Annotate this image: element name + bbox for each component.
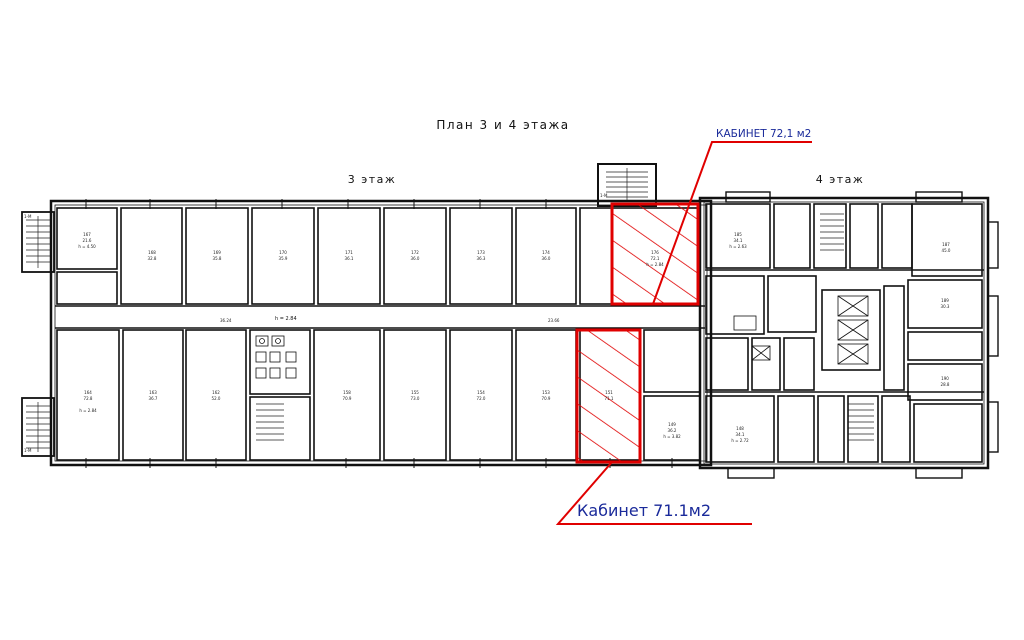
room-number: 189 xyxy=(941,298,949,303)
callout-label-71: Кабинет 71.1м2 xyxy=(577,501,711,520)
room-height: h = 2.84 xyxy=(79,408,97,413)
callout-label-72: КАБИНЕТ 72,1 м2 xyxy=(716,128,811,140)
room-height: h = 4.50 xyxy=(78,244,96,249)
floor-3-label: 3 этаж xyxy=(348,173,397,186)
room-number: 171 xyxy=(345,250,353,255)
highlight-room-71 xyxy=(575,328,642,464)
room-number: 149 xyxy=(668,422,676,427)
stair-label-west-bottom: 1-М xyxy=(24,448,32,453)
room-area: 72.0 xyxy=(477,396,486,401)
stair-label-west-top: 1-М xyxy=(24,214,32,219)
room-area: 70.9 xyxy=(542,396,551,401)
room-number: 162 xyxy=(212,390,220,395)
floor-4-label: 4 этаж xyxy=(816,173,865,186)
room-partitions-east xyxy=(705,203,983,463)
room-number: 187 xyxy=(942,242,950,247)
room-number: 151 xyxy=(605,390,613,395)
room-partitions-top xyxy=(56,207,701,305)
room-labels-top: 167 21.6 h = 4.50 168 32.8 169 35.8 170 … xyxy=(78,232,664,267)
room-area: 32.8 xyxy=(148,256,157,261)
room-number: 174 xyxy=(542,250,550,255)
room-area: 70.9 xyxy=(343,396,352,401)
room-area: 35.9 xyxy=(279,256,288,261)
stair-steps xyxy=(26,168,874,452)
room-area: 73.0 xyxy=(411,396,420,401)
room-area: 34.1 xyxy=(736,432,745,437)
room-area: 72.1 xyxy=(651,256,660,261)
room-number: 173 xyxy=(477,250,485,255)
room-area: 28.8 xyxy=(941,382,950,387)
corridor-length: 36.24 xyxy=(220,318,232,323)
room-number: 176 xyxy=(651,250,659,255)
room-number: 164 xyxy=(84,390,92,395)
room-number: 169 xyxy=(213,250,221,255)
room-area: 45.0 xyxy=(942,248,951,253)
room-area: 36.1 xyxy=(345,256,354,261)
room-area: 21.6 xyxy=(83,238,92,243)
room-height: h = 3.82 xyxy=(663,434,681,439)
room-number: 163 xyxy=(149,390,157,395)
room-number: 158 xyxy=(343,390,351,395)
room-number: 155 xyxy=(411,390,419,395)
room-number: 167 xyxy=(83,232,91,237)
room-area: 36.0 xyxy=(542,256,551,261)
sanitary-block xyxy=(255,335,297,379)
room-labels-bottom: 164 72.8 h = 2.84 163 36.7 162 52.0 158 … xyxy=(79,390,614,413)
room-number: 154 xyxy=(477,390,485,395)
room-area: 36.3 xyxy=(477,256,486,261)
room-area: 36.7 xyxy=(149,396,158,401)
room-area: 71.1 xyxy=(605,396,614,401)
room-height: h = 2.72 xyxy=(731,438,749,443)
room-number: 168 xyxy=(148,250,156,255)
room-area: 35.8 xyxy=(213,256,222,261)
callout-leaders xyxy=(555,141,812,525)
room-height: h = 2.63 xyxy=(729,244,747,249)
outer-walls xyxy=(21,163,999,479)
room-number: 185 xyxy=(734,232,742,237)
room-area: 72.8 xyxy=(84,396,93,401)
room-area: 52.0 xyxy=(212,396,221,401)
room-area: 34.1 xyxy=(734,238,743,243)
room-labels-east: 185 34.1 h = 2.63 187 45.0 148 34.1 h = … xyxy=(663,232,951,443)
corridor-length-2: 23.66 xyxy=(548,318,560,323)
room-area: 36.0 xyxy=(411,256,420,261)
room-area: 36.2 xyxy=(668,428,677,433)
stair-label-top: 1-М xyxy=(600,193,608,198)
corridor-walls xyxy=(55,269,984,393)
room-number: 153 xyxy=(542,390,550,395)
room-height: h = 2.84 xyxy=(646,262,664,267)
corridor-height: h = 2.84 xyxy=(275,316,297,322)
elevator-shafts xyxy=(733,295,869,365)
room-number: 148 xyxy=(736,426,744,431)
room-number: 172 xyxy=(411,250,419,255)
room-number: 190 xyxy=(941,376,949,381)
room-area: 30.3 xyxy=(941,304,950,309)
room-number: 170 xyxy=(279,250,287,255)
plan-title: План 3 и 4 этажа xyxy=(436,118,569,132)
